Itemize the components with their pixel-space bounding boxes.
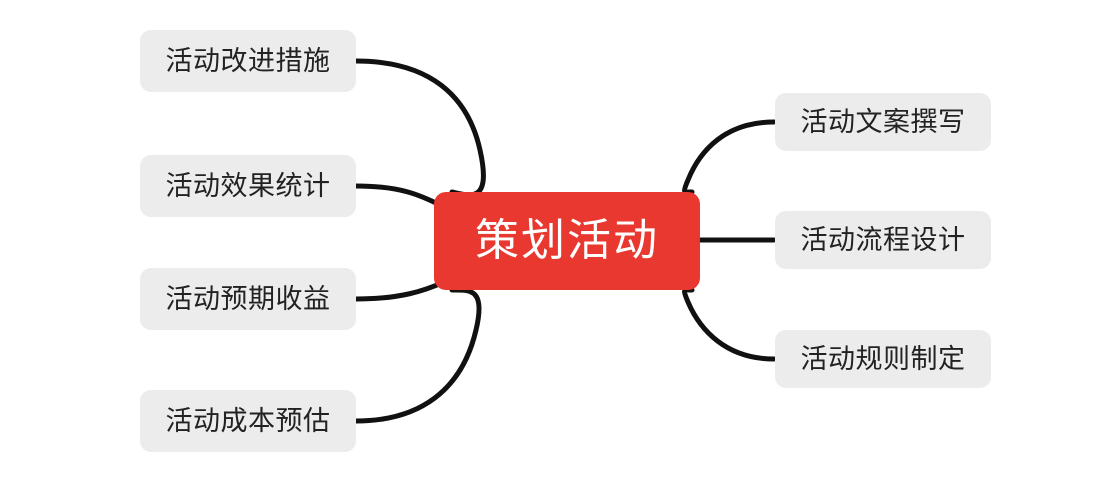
branch-node-right-2[interactable]: 活动流程设计 xyxy=(775,211,991,269)
connector-left-4 xyxy=(353,287,482,424)
branch-label: 活动改进措施 xyxy=(165,45,331,76)
branch-node-left-2[interactable]: 活动效果统计 xyxy=(140,155,356,217)
branch-label: 活动文案撰写 xyxy=(800,106,966,137)
branch-node-left-3[interactable]: 活动预期收益 xyxy=(140,268,356,330)
connector-left-1 xyxy=(353,58,486,198)
branch-label: 活动流程设计 xyxy=(800,224,966,255)
branch-label: 活动效果统计 xyxy=(165,170,331,201)
connector-right-1 xyxy=(682,119,777,195)
center-node-label: 策划活动 xyxy=(475,216,659,265)
branch-label: 活动成本预估 xyxy=(165,405,331,436)
connector-left-3 xyxy=(353,279,447,302)
branch-label: 活动预期收益 xyxy=(165,283,331,314)
connector-right-3 xyxy=(682,287,777,362)
connector-left-2 xyxy=(353,183,443,208)
branch-node-right-3[interactable]: 活动规则制定 xyxy=(775,330,991,388)
center-node[interactable]: 策划活动 xyxy=(434,192,700,290)
branch-node-left-4[interactable]: 活动成本预估 xyxy=(140,390,356,452)
branch-node-right-1[interactable]: 活动文案撰写 xyxy=(775,93,991,151)
branch-label: 活动规则制定 xyxy=(800,343,966,374)
branch-node-left-1[interactable]: 活动改进措施 xyxy=(140,30,356,92)
